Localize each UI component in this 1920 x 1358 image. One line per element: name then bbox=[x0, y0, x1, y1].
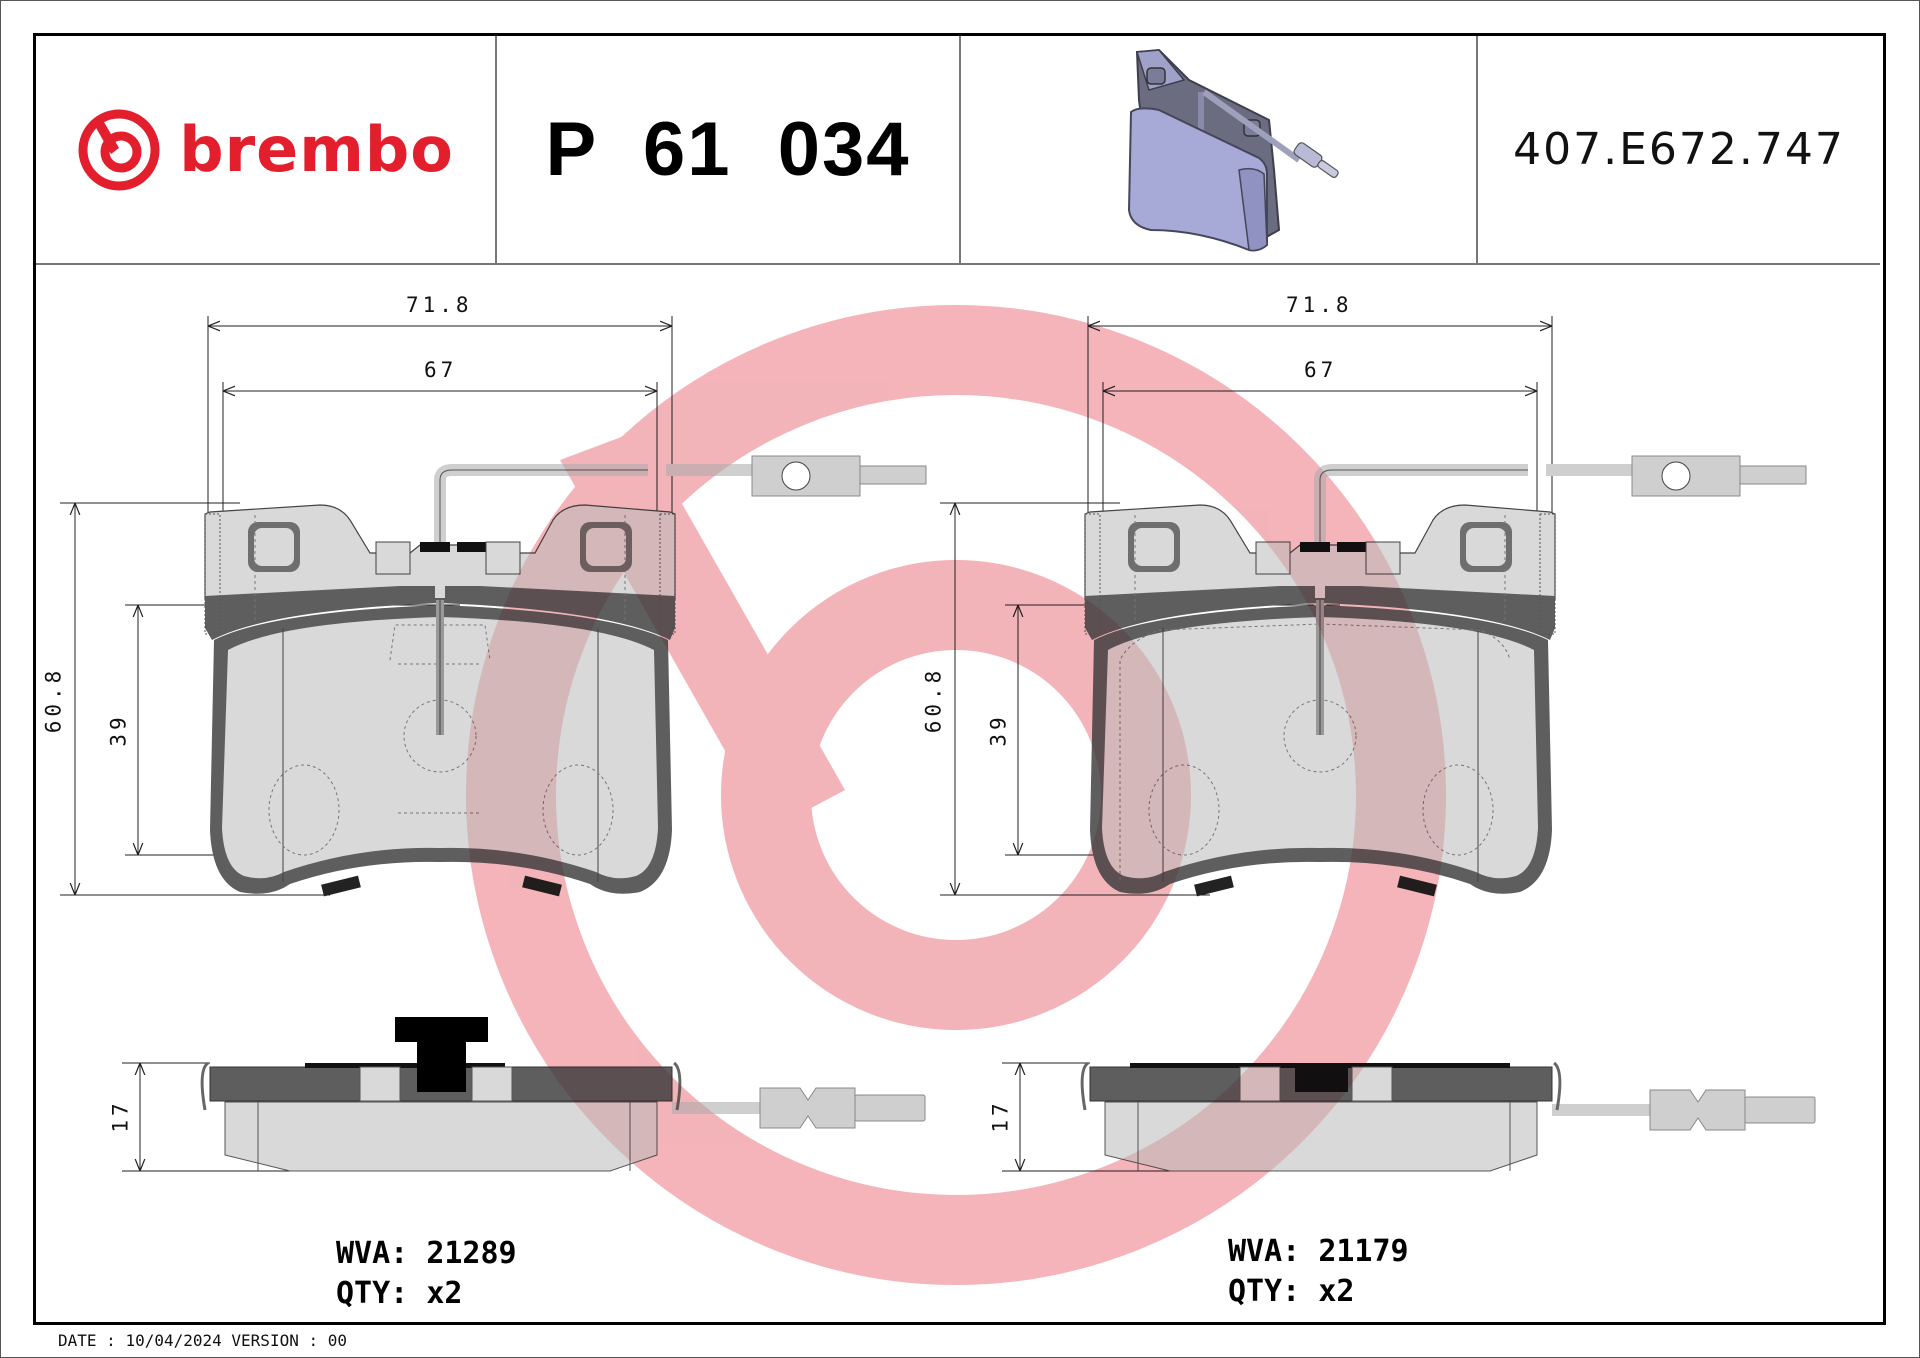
version-label: VERSION : bbox=[231, 1331, 319, 1350]
part-number: P 61 034 bbox=[545, 107, 911, 192]
right-dim-inner-width: 67 bbox=[1304, 358, 1338, 382]
left-wva-label: WVA: bbox=[336, 1236, 409, 1271]
brand-logo: brembo bbox=[36, 36, 495, 263]
header-col-divider-2 bbox=[959, 36, 961, 263]
header-col-divider-1 bbox=[495, 36, 497, 263]
right-wva-label: WVA: bbox=[1228, 1234, 1301, 1269]
right-qty-label: QTY: bbox=[1228, 1274, 1301, 1309]
brand-name: brembo bbox=[179, 113, 454, 186]
part-number-cell: P 61 034 bbox=[497, 36, 959, 263]
right-qty-value: x2 bbox=[1318, 1274, 1355, 1309]
left-qty-value: x2 bbox=[426, 1276, 463, 1311]
version-value: 00 bbox=[327, 1331, 348, 1350]
product-render bbox=[961, 36, 1476, 263]
left-wva-block: WVA: 21289 QTY: x2 bbox=[336, 1234, 517, 1314]
footer-info: DATE : 10/04/2024 VERSION : 00 bbox=[58, 1331, 347, 1350]
right-wva-block: WVA: 21179 QTY: x2 bbox=[1228, 1232, 1409, 1312]
drawing-frame bbox=[33, 33, 1886, 1325]
date-value: 10/04/2024 bbox=[125, 1331, 222, 1350]
reference-code-cell: 407.E672.747 bbox=[1478, 36, 1880, 263]
left-dim-overall-width: 71.8 bbox=[406, 293, 473, 317]
date-label: DATE : bbox=[58, 1331, 116, 1350]
left-dim-inner-width: 67 bbox=[424, 358, 458, 382]
left-wva-value: 21289 bbox=[426, 1236, 517, 1271]
left-qty-label: QTY: bbox=[336, 1276, 409, 1311]
header-divider bbox=[36, 263, 1880, 265]
reference-code: 407.E672.747 bbox=[1513, 124, 1845, 175]
brake-pad-render-icon bbox=[1127, 48, 1339, 251]
brembo-logo-icon bbox=[78, 109, 160, 190]
header-col-divider-3 bbox=[1476, 36, 1478, 263]
right-dim-overall-width: 71.8 bbox=[1286, 293, 1353, 317]
right-wva-value: 21179 bbox=[1318, 1234, 1409, 1269]
